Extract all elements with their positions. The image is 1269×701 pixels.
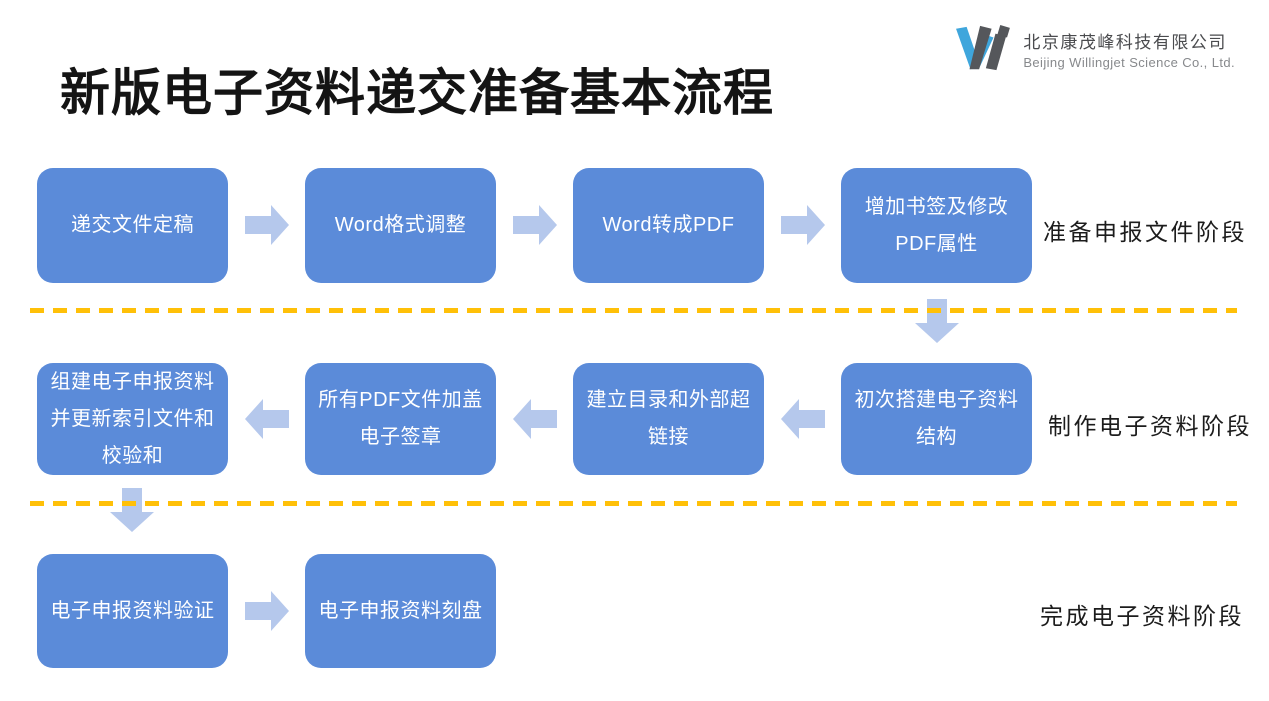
flow-step-submit-final-draft: 递交文件定稿 [37,168,228,283]
right-arrow-icon [781,205,825,245]
right-arrow-icon [513,205,557,245]
flow-step-burn-disc: 电子申报资料刻盘 [305,554,496,668]
right-arrow-icon [245,205,289,245]
slide-title: 新版电子资料递交准备基本流程 [60,65,774,121]
left-arrow-icon [513,399,557,439]
company-name-en: Beijing Willingjet Science Co., Ltd. [1023,55,1235,70]
flow-step-word-to-pdf: Word转成PDF [573,168,764,283]
flow-step-build-structure: 初次搭建电子资料 结构 [841,363,1032,475]
flow-step-word-format: Word格式调整 [305,168,496,283]
right-arrow-icon [245,591,289,631]
stage-divider-dashed-line [30,501,1237,506]
company-logo: 北京康茂峰科技有限公司 Beijing Willingjet Science C… [953,24,1235,74]
left-arrow-icon [781,399,825,439]
flow-step-verify-edossier: 电子申报资料验证 [37,554,228,668]
company-name-block: 北京康茂峰科技有限公司 Beijing Willingjet Science C… [1023,28,1235,70]
stage-divider-dashed-line [30,308,1237,313]
flow-step-esignature-stamp: 所有PDF文件加盖 电子签章 [305,363,496,475]
down-arrow-icon [110,488,154,532]
left-arrow-icon [245,399,289,439]
flow-step-toc-hyperlinks: 建立目录和外部超 链接 [573,363,764,475]
flow-step-bookmarks-pdf-props: 增加书签及修改 PDF属性 [841,168,1032,283]
company-name-cn: 北京康茂峰科技有限公司 [1023,33,1227,52]
stage-label-complete-edossier: 完成电子资料阶段 [1040,603,1244,629]
down-arrow-icon [915,299,959,343]
flow-step-assemble-update-index: 组建电子申报资料 并更新索引文件和 校验和 [37,363,228,475]
stage-label-make-edossier: 制作电子资料阶段 [1048,413,1252,439]
willingjet-w-icon [956,24,1011,71]
stage-label-prepare-documents: 准备申报文件阶段 [1043,219,1247,245]
